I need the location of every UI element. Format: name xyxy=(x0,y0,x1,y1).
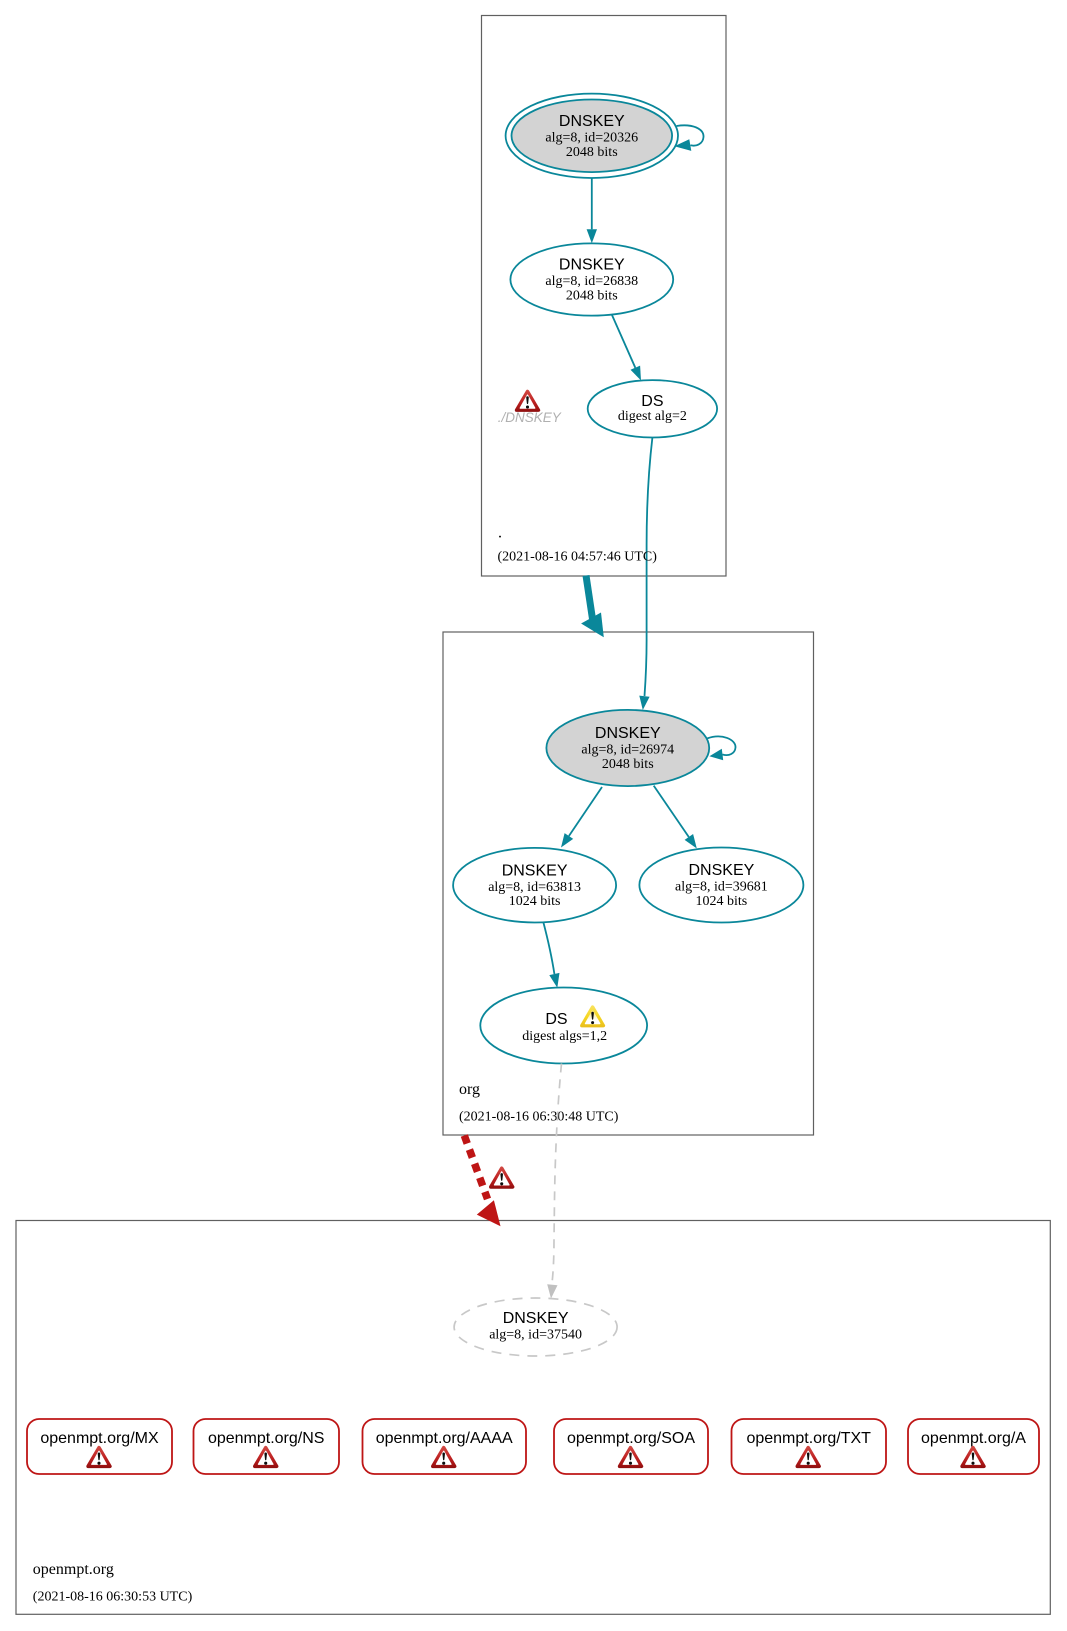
svg-text:1024 bits: 1024 bits xyxy=(509,894,561,909)
svg-text:2048 bits: 2048 bits xyxy=(566,145,618,160)
svg-text:openmpt.org/SOA: openmpt.org/SOA xyxy=(567,1430,695,1447)
svg-text:alg=8, id=26838: alg=8, id=26838 xyxy=(545,274,638,289)
svg-text:1024 bits: 1024 bits xyxy=(696,894,748,909)
svg-text:./DNSKEY: ./DNSKEY xyxy=(498,410,562,425)
svg-text:2048 bits: 2048 bits xyxy=(602,757,654,772)
svg-text:DNSKEY: DNSKEY xyxy=(559,257,625,274)
svg-text:DNSKEY: DNSKEY xyxy=(503,1310,569,1327)
svg-text:(2021-08-16 06:30:53 UTC): (2021-08-16 06:30:53 UTC) xyxy=(33,1589,193,1604)
svg-text:.: . xyxy=(498,525,502,542)
svg-text:openmpt.org/NS: openmpt.org/NS xyxy=(208,1430,325,1447)
svg-text:openmpt.org/A: openmpt.org/A xyxy=(921,1430,1026,1447)
svg-text:openmpt.org/AAAA: openmpt.org/AAAA xyxy=(376,1430,513,1447)
svg-text:alg=8, id=63813: alg=8, id=63813 xyxy=(488,880,581,895)
svg-text:openmpt.org/TXT: openmpt.org/TXT xyxy=(746,1430,871,1447)
svg-text:alg=8, id=20326: alg=8, id=20326 xyxy=(545,130,638,145)
svg-text:openmpt.org/MX: openmpt.org/MX xyxy=(40,1430,159,1447)
svg-text:digest alg=2: digest alg=2 xyxy=(618,409,687,424)
svg-text:DNSKEY: DNSKEY xyxy=(689,862,755,879)
svg-text:digest algs=1,2: digest algs=1,2 xyxy=(522,1029,607,1044)
svg-text:org: org xyxy=(459,1081,480,1098)
svg-text:DS: DS xyxy=(641,393,663,410)
svg-text:(2021-08-16 06:30:48 UTC): (2021-08-16 06:30:48 UTC) xyxy=(459,1110,619,1125)
svg-text:DNSKEY: DNSKEY xyxy=(502,862,568,879)
svg-text:2048 bits: 2048 bits xyxy=(566,289,618,304)
svg-text:alg=8, id=37540: alg=8, id=37540 xyxy=(489,1328,582,1343)
svg-text:DS: DS xyxy=(545,1011,567,1028)
svg-text:alg=8, id=26974: alg=8, id=26974 xyxy=(581,743,674,758)
svg-text:DNSKEY: DNSKEY xyxy=(595,725,661,742)
svg-text:alg=8, id=39681: alg=8, id=39681 xyxy=(675,880,768,895)
svg-text:(2021-08-16 04:57:46 UTC): (2021-08-16 04:57:46 UTC) xyxy=(498,549,658,564)
svg-text:DNSKEY: DNSKEY xyxy=(559,113,625,130)
svg-text:openmpt.org: openmpt.org xyxy=(33,1561,114,1578)
